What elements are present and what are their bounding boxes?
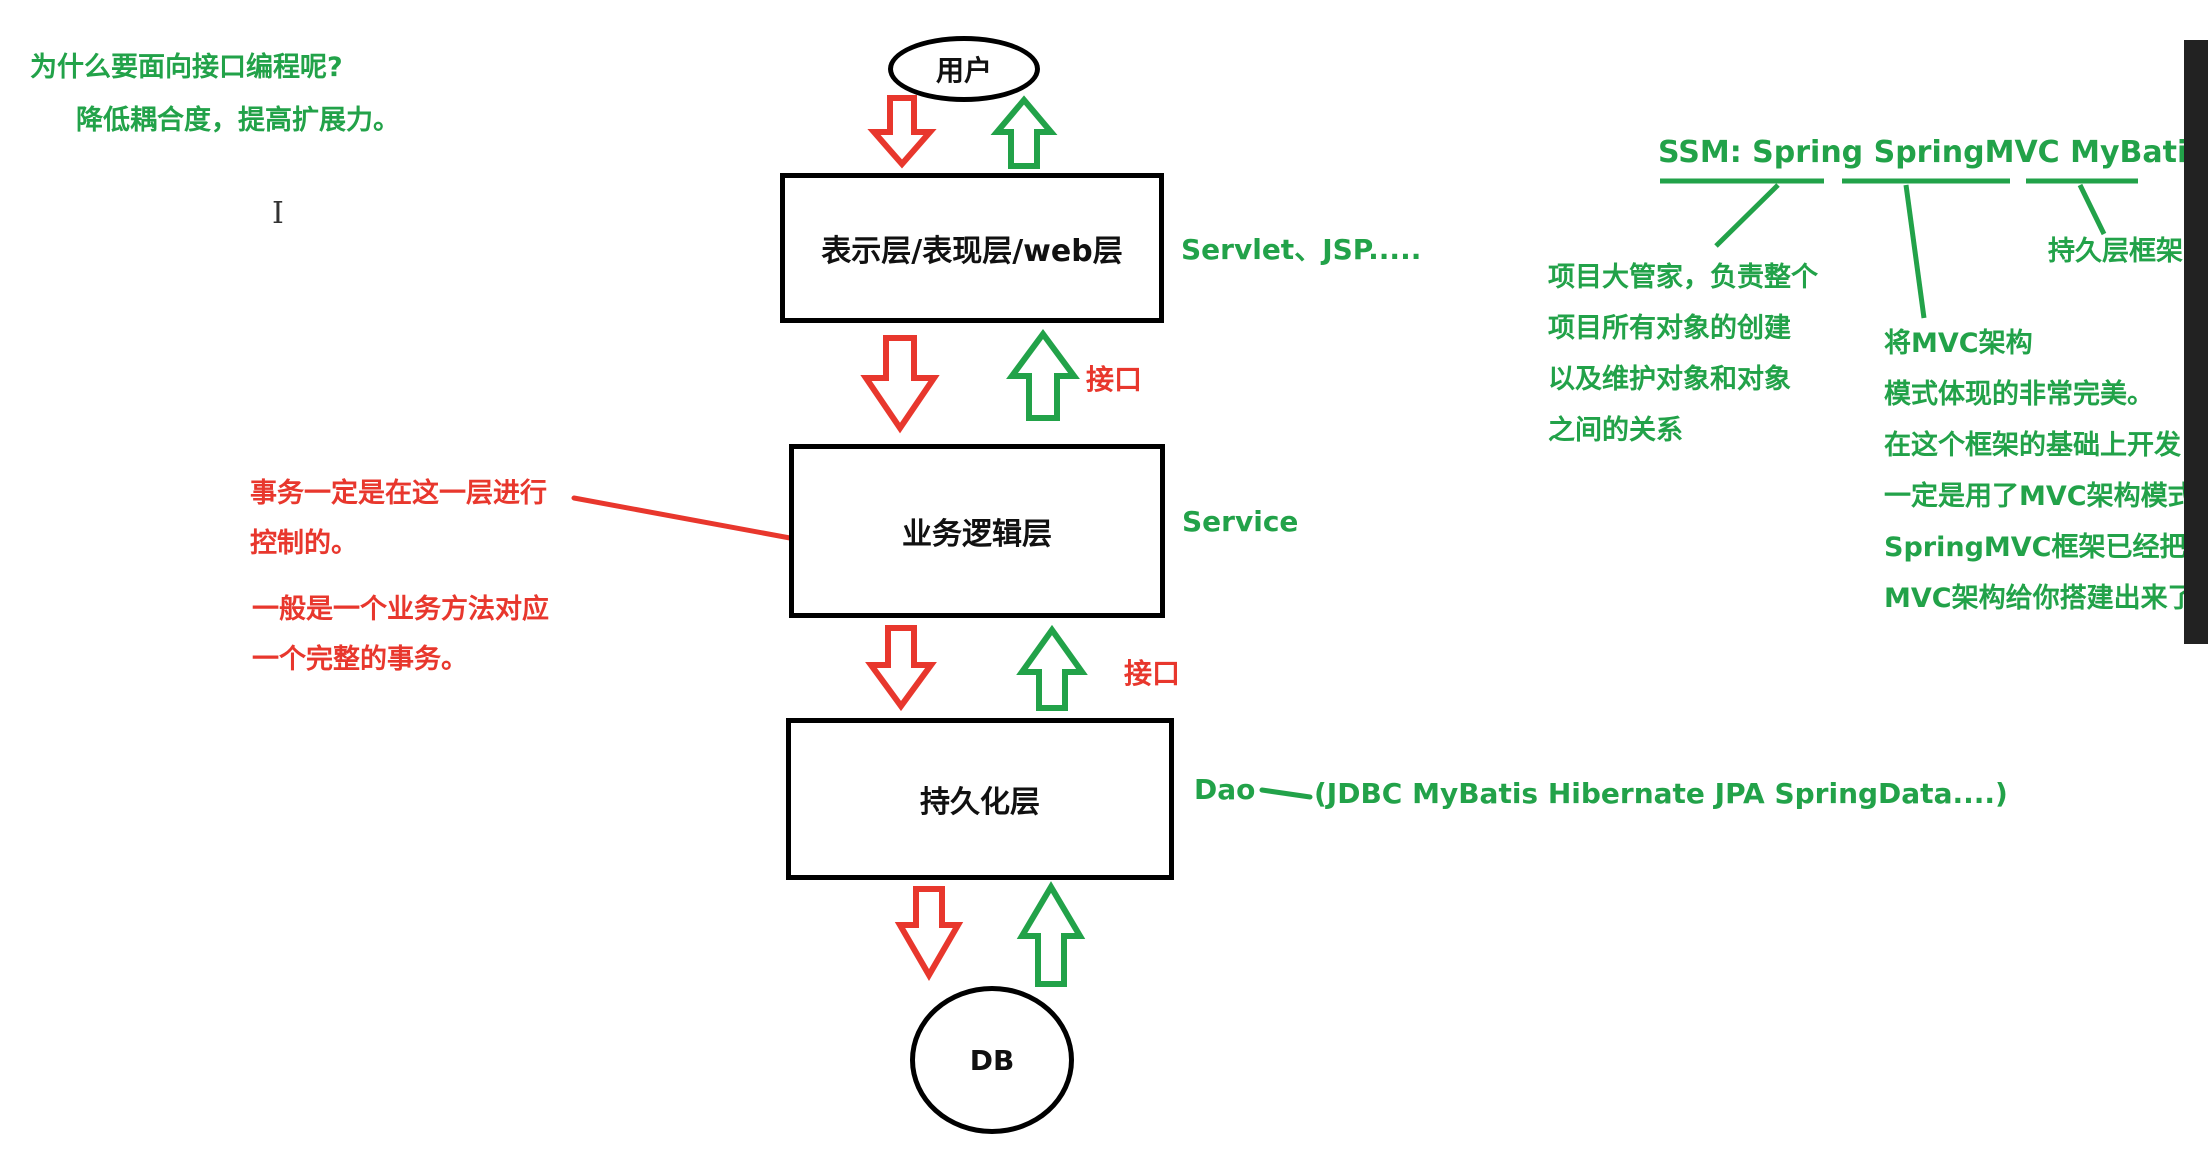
text-cursor-icon: I: [272, 196, 284, 231]
transaction-note-line-2: 控制的。: [250, 528, 358, 559]
interface-label-lower: 接口: [1124, 657, 1181, 690]
presentation-layer-label: 表示层/表现层/web层: [821, 234, 1123, 269]
springmvc-note-line-2: 模式体现的非常完美。: [1884, 379, 2154, 410]
interface-label-upper: 接口: [1086, 363, 1143, 396]
servlet-jsp-label: Servlet、JSP.....: [1181, 233, 1422, 266]
spring-connector-line: [1714, 183, 1780, 248]
red-down-arrow-icon: [860, 335, 940, 434]
springmvc-note-line-3: 在这个框架的基础上开发: [1884, 430, 2181, 461]
business-layer-box: 业务逻辑层: [789, 444, 1165, 618]
side-panel-edge: [2184, 40, 2208, 644]
db-node: DB: [910, 986, 1074, 1134]
red-down-arrow-icon: [867, 95, 937, 169]
question-text: 为什么要面向接口编程呢?: [30, 52, 343, 83]
spring-note-line-4: 之间的关系: [1548, 415, 1683, 446]
springmvc-note-line-4: 一定是用了MVC架构模式: [1884, 481, 2195, 512]
persistence-layer-box: 持久化层: [786, 718, 1174, 880]
green-up-arrow-icon: [1016, 624, 1088, 711]
mybatis-connector-line: [2077, 183, 2107, 236]
persistence-layer-label: 持久化层: [920, 785, 1040, 820]
db-label: DB: [969, 1043, 1015, 1077]
red-down-arrow-icon: [894, 886, 964, 981]
answer-text: 降低耦合度，提高扩展力。: [76, 105, 400, 136]
dao-label: Dao: [1194, 773, 1256, 806]
red-down-arrow-icon: [865, 625, 937, 712]
spring-note-line-3: 以及维护对象和对象: [1548, 364, 1791, 395]
green-up-arrow-icon: [1006, 328, 1080, 421]
mybatis-note: 持久层框架: [2048, 236, 2183, 267]
user-label: 用户: [935, 54, 992, 87]
springmvc-note-line-5: SpringMVC框架已经把: [1884, 532, 2187, 563]
user-node: 用户: [888, 36, 1040, 102]
springmvc-note-line-1: 将MVC架构: [1884, 328, 2033, 359]
transaction-pointer-line: [571, 495, 793, 541]
dao-frameworks-label: (JDBC MyBatis Hibernate JPA SpringData..…: [1314, 777, 2008, 810]
transaction-note-line-1: 事务一定是在这一层进行: [250, 478, 547, 509]
green-up-arrow-icon: [1016, 881, 1086, 987]
spring-note-line-2: 项目所有对象的创建: [1548, 313, 1791, 344]
ssm-heading: SSM: Spring SpringMVC MyBatis: [1658, 135, 2206, 170]
business-layer-label: 业务逻辑层: [902, 517, 1052, 552]
presentation-layer-box: 表示层/表现层/web层: [780, 173, 1164, 323]
dao-connector-line: [1259, 787, 1313, 800]
springmvc-connector-line: [1903, 184, 1927, 319]
springmvc-note-line-6: MVC架构给你搭建出来了: [1884, 583, 2195, 614]
service-label: Service: [1182, 505, 1299, 538]
green-up-arrow-icon: [990, 95, 1058, 169]
business-note-line-2: 一个完整的事务。: [252, 644, 468, 675]
spring-note-line-1: 项目大管家，负责整个: [1548, 262, 1818, 293]
business-note-line-1: 一般是一个业务方法对应: [252, 594, 549, 625]
